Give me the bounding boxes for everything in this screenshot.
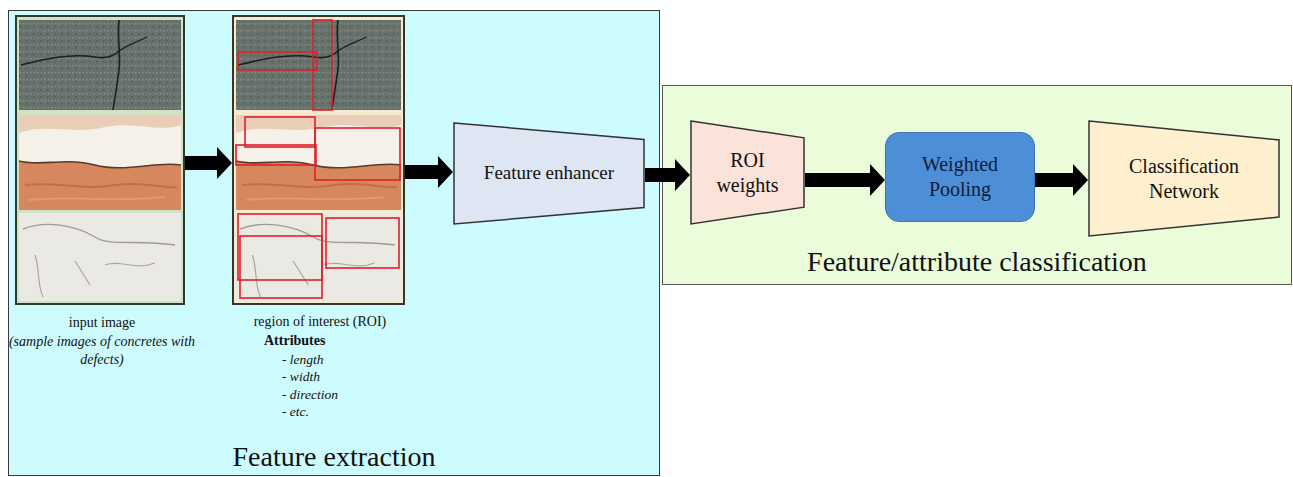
trapezoid-outline [1088,120,1280,237]
trapezoid-outline [1089,121,1279,236]
trapezoid-block: Feature enhancer [453,122,645,225]
caption: input image [5,313,199,333]
block-label: Feature enhancer [484,162,614,185]
image-column: input image(sample images of concretes w… [15,15,185,305]
block-label: Weighted Pooling [905,152,1015,202]
trapezoid-outline [690,120,805,225]
caption: region of interest (ROI) [220,313,420,332]
panel-title: Feature/attribute classification [663,246,1291,278]
list-item: - width [220,368,420,386]
block-label: ROI weights [708,148,788,198]
process-box: Weighted Pooling [885,132,1035,222]
trapezoid-block: Classification Network [1088,120,1280,237]
region-panel: ROI weights Weighted Pooling Classificatio… [662,85,1292,285]
list-item: - etc. [220,403,420,421]
trapezoid-outline [691,121,804,224]
panel-title: Feature extraction [9,441,659,473]
list-heading: Attributes [220,332,420,351]
roi-column: region of interest (ROI)Attributes- leng… [232,15,405,305]
list-item: - length [220,351,420,369]
list-item: - direction [220,386,420,404]
block-label: Classification Network [1109,154,1259,204]
trapezoid-outline [454,123,644,224]
caption-note: (sample images of concretes with defects… [5,333,199,369]
region-panel: input image(sample images of concretes w… [8,10,660,476]
trapezoid-block: ROI weights [690,120,805,225]
